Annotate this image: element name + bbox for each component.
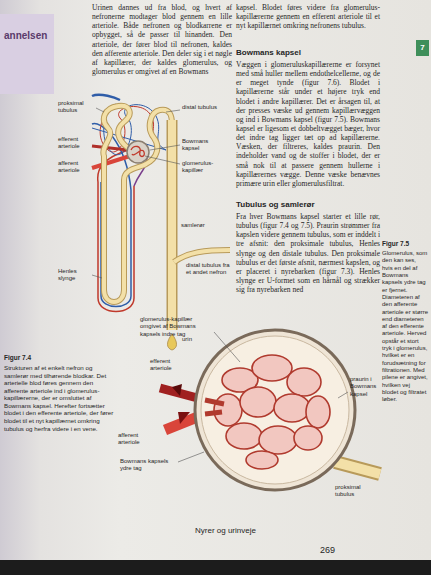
part-label: Henles slynge	[58, 268, 92, 283]
section-heading: annelsen	[4, 30, 52, 42]
part-label: Bowmans kapsel	[182, 138, 226, 153]
chapter-tab: 7	[416, 40, 429, 56]
figure-caption: Strukturen af et enkelt nefron og samler…	[4, 364, 116, 432]
part-label: efferent arteriole	[150, 358, 192, 373]
part-label: afferent arteriole	[58, 160, 91, 175]
part-label: distal tubulus	[182, 104, 222, 111]
page-number: 269	[320, 545, 350, 556]
section-heading: Bowmans kapsel	[236, 48, 380, 58]
body-text: Væggen i glomeruluskapillærerne er forsy…	[236, 60, 380, 188]
figure-number: Figur 7.4	[4, 354, 64, 362]
part-label: Bowmans kapsels ydre tag	[120, 458, 176, 473]
sidebar	[0, 14, 54, 94]
part-label: samlerør	[181, 222, 226, 229]
part-label: glomerulus-kapillær	[182, 160, 230, 175]
part-label: urin	[182, 336, 212, 343]
book-page: annelsen Urinen dannes ud fra blod, og hv…	[0, 0, 431, 560]
part-label: proksimal tubulus	[58, 100, 96, 115]
body-text: kapsel. Blodet føres videre fra glomerul…	[236, 3, 380, 30]
section-heading: Tubulus og samlerør	[236, 200, 380, 210]
part-label: distal tubulus fra et andet nefron	[186, 262, 230, 277]
part-label: efferent arteriole	[58, 136, 91, 151]
part-label: glomerulus-kapillær omgivet af Bowmans k…	[140, 316, 212, 338]
bowman-figure	[160, 330, 380, 490]
running-footer: Nyrer og urinveje	[195, 526, 315, 536]
figure-caption: Glomerulus, som den kan ses, hvis en del…	[382, 250, 428, 404]
nephron-figure	[92, 95, 230, 350]
figure-number: Figur 7.5	[382, 240, 428, 248]
part-label: praurin i Bowmans kapsel	[350, 376, 380, 398]
body-text: Urinen dannes ud fra blod, og hvert af n…	[92, 3, 232, 76]
body-text: Fra hver Bowmans kapsel starter et lille…	[236, 212, 380, 294]
part-label: proksimal tubulus	[335, 484, 379, 499]
part-label: afferent arteriole	[118, 432, 156, 447]
